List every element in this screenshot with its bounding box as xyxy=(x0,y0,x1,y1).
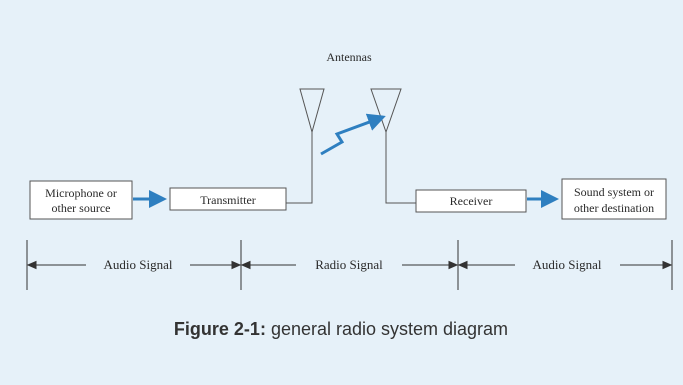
radio-wave-icon xyxy=(320,113,386,156)
receive-antenna-icon xyxy=(370,88,402,134)
source-label-line2: other source xyxy=(52,201,111,215)
transmit-antenna-icon xyxy=(299,88,325,134)
receiver-antenna-wire xyxy=(385,132,416,204)
receiver-label: Receiver xyxy=(450,194,493,208)
destination-label-line2: other destination xyxy=(574,201,654,215)
source-block: Microphone or other source xyxy=(29,180,133,220)
figure-caption: Figure 2-1: general radio system diagram xyxy=(174,319,508,339)
figure-caption-label: Figure 2-1: xyxy=(174,319,266,339)
destination-block: Sound system or other destination xyxy=(561,178,667,220)
figure-caption-text: general radio system diagram xyxy=(266,319,508,339)
source-label-line1: Microphone or xyxy=(45,186,117,200)
transmitter-label: Transmitter xyxy=(200,193,256,207)
transmitter-block: Transmitter xyxy=(169,187,287,211)
transmitter-antenna-wire xyxy=(286,132,313,204)
segment-audio-right-label: Audio Signal xyxy=(533,257,602,272)
antennas-label: Antennas xyxy=(326,50,372,64)
receiver-block: Receiver xyxy=(415,189,527,213)
segment-radio-label: Radio Signal xyxy=(315,257,383,272)
segment-audio-left-label: Audio Signal xyxy=(104,257,173,272)
signal-segment-ruler xyxy=(26,240,673,290)
destination-label-line1: Sound system or xyxy=(574,185,654,199)
